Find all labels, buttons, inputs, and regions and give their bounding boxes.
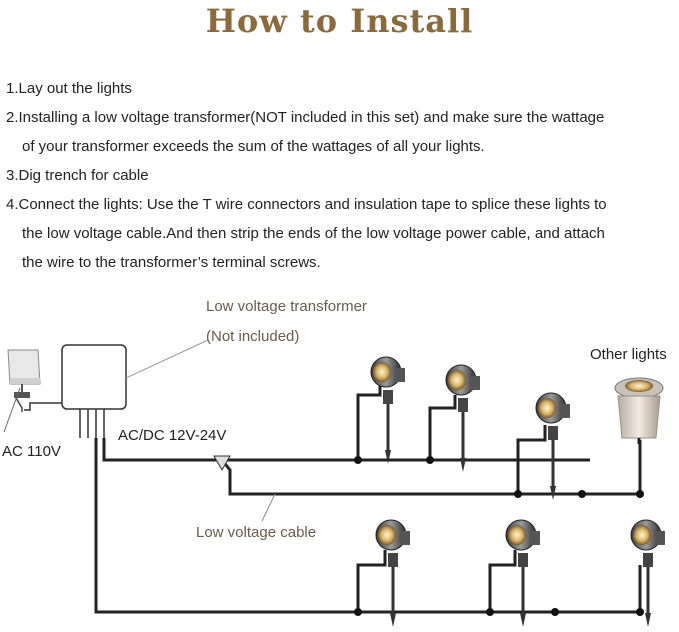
ac-voltage-label: AC 110V xyxy=(2,443,61,460)
step-1: 1.Lay out the lights xyxy=(6,80,132,97)
other-lights-label: Other lights xyxy=(590,346,667,363)
spotlight-icon xyxy=(534,391,572,502)
t-connector-icon xyxy=(213,455,231,472)
instruction-list: 1.Lay out the lights 2.Installing a low … xyxy=(6,74,676,277)
cable-wiring xyxy=(94,380,642,614)
inground-light-icon xyxy=(614,377,664,444)
transformer-icon xyxy=(24,339,209,438)
spotlight-icon xyxy=(444,363,482,474)
transformer-note: (Not included) xyxy=(206,328,300,345)
junction-dots xyxy=(354,456,644,616)
step-4-line-2: the low voltage cable.And then strip the… xyxy=(22,225,605,242)
step-2-line-1: 2.Installing a low voltage transformer(N… xyxy=(6,109,605,126)
step-2-line-2: of your transformer exceeds the sum of t… xyxy=(22,138,485,155)
dc-voltage-label: AC/DC 12V-24V xyxy=(118,427,227,444)
cable-label: Low voltage cable xyxy=(196,524,317,541)
spotlight-icon xyxy=(369,355,407,466)
transformer-label: Low voltage transformer xyxy=(206,298,367,315)
step-3: 3.Dig trench for cable xyxy=(6,167,149,184)
step-4-line-3: the wire to the transformer’s terminal s… xyxy=(22,254,321,271)
step-4-line-1: 4.Connect the lights: Use the T wire con… xyxy=(6,196,607,213)
page-title: How to Install xyxy=(205,2,474,40)
wall-outlet-icon xyxy=(3,349,41,433)
